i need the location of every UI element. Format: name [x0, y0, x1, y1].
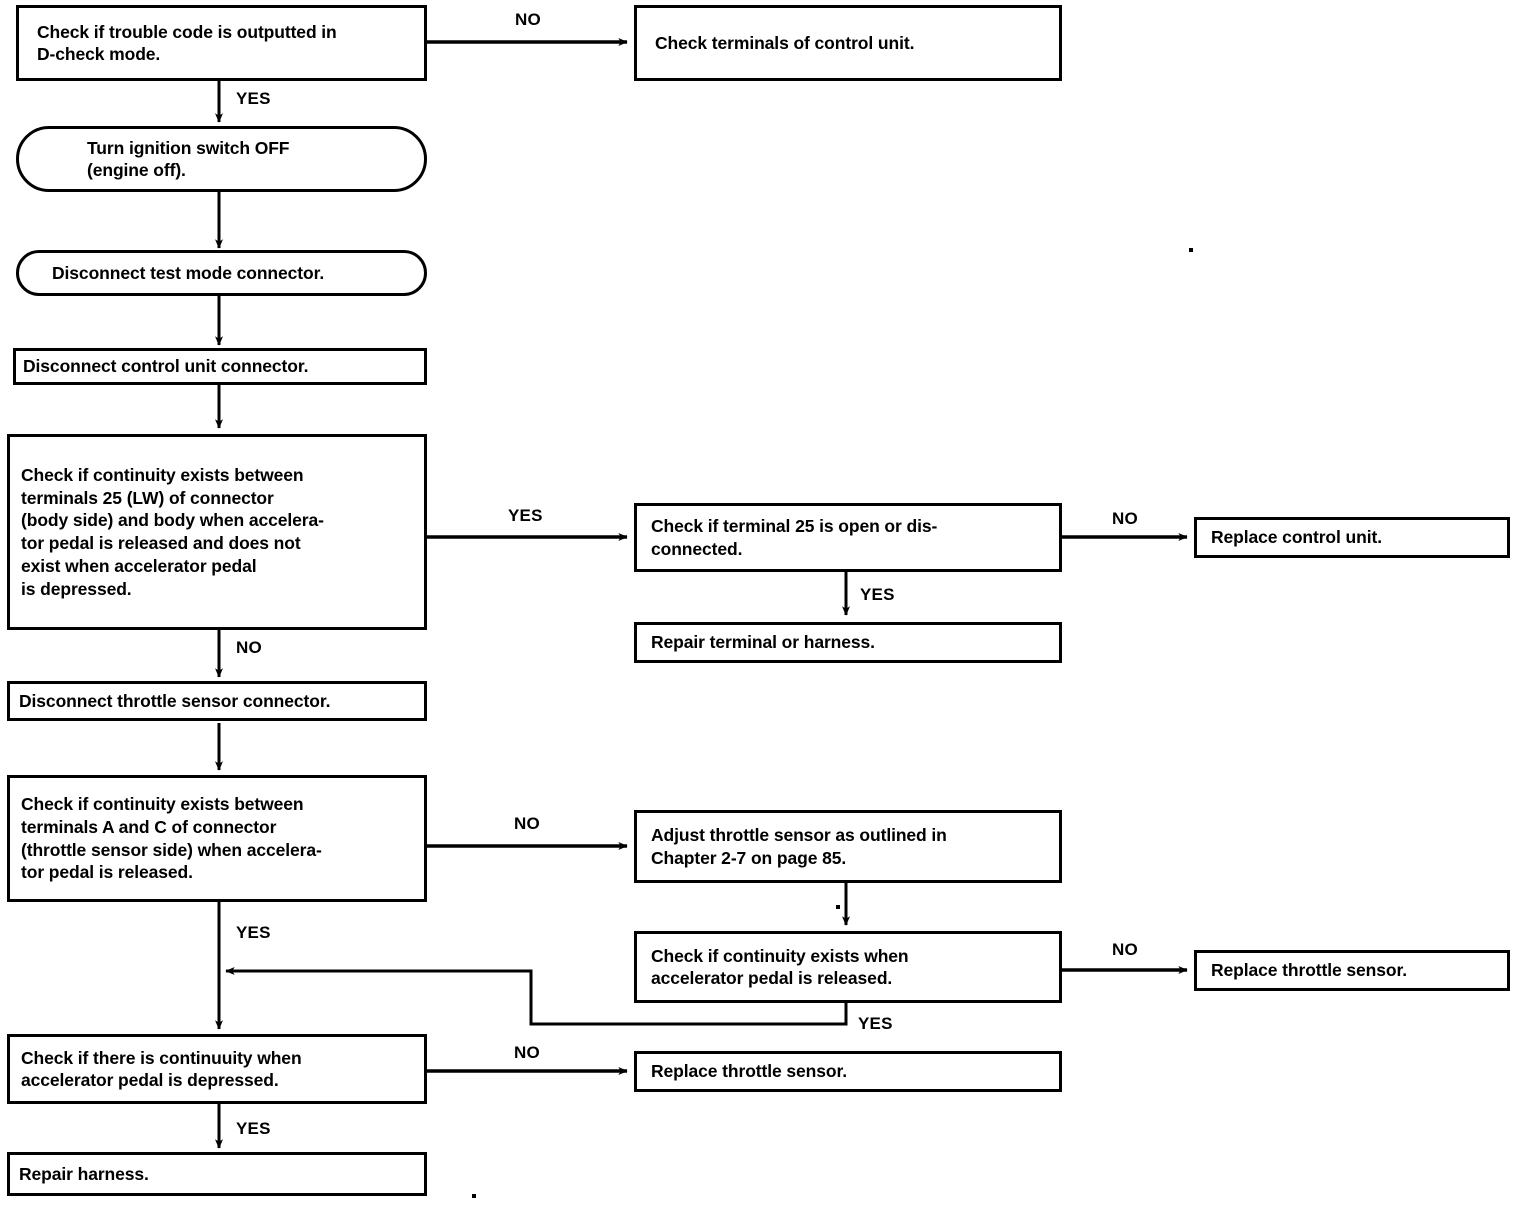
node-label: Repair terminal or harness. [651, 632, 875, 653]
node-label: Disconnect throttle sensor connector. [19, 690, 331, 711]
node-label: Turn ignition switch OFF (engine off). [87, 137, 290, 180]
edge-label-no-check-trouble-code: NO [515, 10, 541, 29]
scan-speck [836, 905, 840, 909]
node-disconnect-throttle-sensor-connector[interactable]: Disconnect throttle sensor connector. [7, 681, 427, 721]
node-label: Disconnect test mode connector. [52, 262, 325, 283]
node-label: Check if there is continuuity when accel… [21, 1047, 302, 1090]
node-disconnect-test-mode-connector[interactable]: Disconnect test mode connector. [16, 250, 427, 296]
node-label: Check terminals of control unit. [655, 32, 915, 53]
node-check-terminals-control-unit[interactable]: Check terminals of control unit. [634, 5, 1062, 81]
edge-label-no-continuity-pedal-released: NO [1112, 940, 1138, 959]
node-replace-control-unit[interactable]: Replace control unit. [1194, 517, 1510, 558]
node-disconnect-control-unit-connector[interactable]: Disconnect control unit connector. [13, 348, 427, 385]
node-adjust-throttle-sensor[interactable]: Adjust throttle sensor as outlined in Ch… [634, 810, 1062, 883]
edge-label-yes-continuity-terminal-25: YES [508, 506, 543, 525]
edge-label-yes-continuity-pedal-depressed: YES [236, 1119, 271, 1138]
edge-label-no-terminal-25-open: NO [1112, 509, 1138, 528]
edge-label-yes-terminal-25-open: YES [860, 585, 895, 604]
node-check-continuity-pedal-released[interactable]: Check if continuity exists when accelera… [634, 931, 1062, 1003]
node-label: Check if continuity exists between termi… [21, 794, 322, 883]
node-check-continuity-terminals-a-c[interactable]: Check if continuity exists between termi… [7, 775, 427, 902]
edge-label-yes-check-trouble-code: YES [236, 89, 271, 108]
node-label: Disconnect control unit connector. [23, 356, 309, 377]
node-label: Repair harness. [19, 1163, 149, 1184]
node-replace-throttle-sensor-upper[interactable]: Replace throttle sensor. [1194, 950, 1510, 991]
node-check-terminal-25-open[interactable]: Check if terminal 25 is open or dis- con… [634, 503, 1062, 572]
node-label: Adjust throttle sensor as outlined in Ch… [651, 825, 947, 868]
node-label: Replace throttle sensor. [1211, 960, 1407, 981]
node-label: Check if continuity exists when accelera… [651, 945, 909, 988]
edge-label-no-continuity-terminal-25: NO [236, 638, 262, 657]
scan-speck [1189, 248, 1193, 252]
node-label: Check if terminal 25 is open or dis- con… [651, 516, 938, 559]
node-label: Check if trouble code is outputted in D-… [37, 21, 337, 64]
node-repair-terminal-or-harness[interactable]: Repair terminal or harness. [634, 622, 1062, 663]
node-check-trouble-code[interactable]: Check if trouble code is outputted in D-… [16, 5, 427, 81]
edge-label-yes-continuity-pedal-released: YES [858, 1014, 893, 1033]
edge-label-no-continuity-terminals-a-c: NO [514, 814, 540, 833]
node-repair-harness[interactable]: Repair harness. [7, 1152, 427, 1196]
edge-label-yes-continuity-terminals-a-c: YES [236, 923, 271, 942]
node-label: Replace throttle sensor. [651, 1061, 847, 1082]
scan-speck [472, 1194, 476, 1198]
node-check-continuity-pedal-depressed[interactable]: Check if there is continuuity when accel… [7, 1034, 427, 1104]
node-check-continuity-terminal-25[interactable]: Check if continuity exists between termi… [7, 434, 427, 630]
edge-label-no-continuity-pedal-depressed: NO [514, 1043, 540, 1062]
node-label: Check if continuity exists between termi… [21, 464, 324, 599]
node-label: Replace control unit. [1211, 527, 1382, 548]
node-turn-ignition-off[interactable]: Turn ignition switch OFF (engine off). [16, 126, 427, 192]
node-replace-throttle-sensor-lower[interactable]: Replace throttle sensor. [634, 1051, 1062, 1092]
